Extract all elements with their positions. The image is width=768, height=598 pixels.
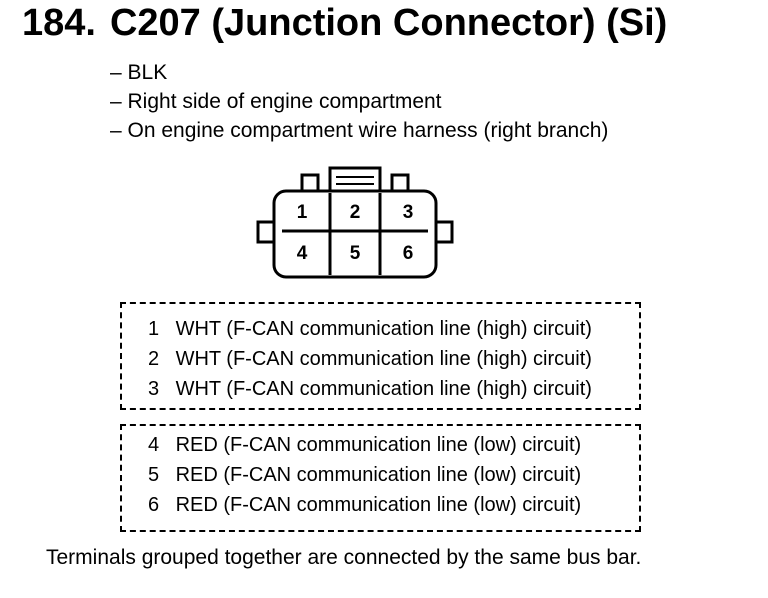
terminal-description: WHT (F-CAN communication line (high) cir… xyxy=(175,378,592,400)
pin-2-label: 2 xyxy=(350,202,361,223)
terminal-row: 1 WHT (F-CAN communication line (high) c… xyxy=(148,318,592,341)
terminal-number: 3 xyxy=(148,378,160,400)
terminal-row: 2 WHT (F-CAN communication line (high) c… xyxy=(148,348,592,371)
terminal-row: 5 RED (F-CAN communication line (low) ci… xyxy=(148,464,581,487)
bus-bar-note: Terminals grouped together are connected… xyxy=(46,546,642,569)
detail-color: – BLK xyxy=(110,61,168,84)
connector-lock-tab xyxy=(328,166,382,195)
bus-bar-group-low: 4 RED (F-CAN communication line (low) ci… xyxy=(120,424,641,532)
terminal-number: 5 xyxy=(148,464,160,486)
connector-face-diagram: 1 2 3 4 5 6 xyxy=(256,166,454,279)
connector-side-tab-left xyxy=(256,220,276,244)
terminal-row: 4 RED (F-CAN communication line (low) ci… xyxy=(148,434,581,457)
pin-4-label: 4 xyxy=(297,243,308,264)
connector-side-tab-right xyxy=(434,220,454,244)
terminal-row: 3 WHT (F-CAN communication line (high) c… xyxy=(148,378,592,401)
terminal-description: RED (F-CAN communication line (low) circ… xyxy=(175,434,582,456)
terminal-number: 1 xyxy=(148,318,160,340)
detail-location: – Right side of engine compartment xyxy=(110,90,442,113)
terminal-number: 2 xyxy=(148,348,160,370)
connector-number: 184. xyxy=(22,2,96,44)
terminal-row: 6 RED (F-CAN communication line (low) ci… xyxy=(148,494,581,517)
pin-5-label: 5 xyxy=(350,243,361,264)
terminal-description: RED (F-CAN communication line (low) circ… xyxy=(175,494,582,516)
connector-details: – BLK – Right side of engine compartment… xyxy=(110,58,608,145)
connector-body xyxy=(272,189,438,279)
terminal-description: WHT (F-CAN communication line (high) cir… xyxy=(175,318,592,340)
connector-title: C207 (Junction Connector) (Si) xyxy=(109,2,668,44)
pin-6-label: 6 xyxy=(403,243,414,264)
terminal-number: 6 xyxy=(148,494,160,516)
detail-harness: – On engine compartment wire harness (ri… xyxy=(110,119,609,142)
pin-3-label: 3 xyxy=(403,202,414,223)
page-title: 184. C207 (Junction Connector) (Si) xyxy=(22,2,667,45)
terminal-description: WHT (F-CAN communication line (high) cir… xyxy=(175,348,592,370)
pin-1-label: 1 xyxy=(297,202,308,223)
terminal-description: RED (F-CAN communication line (low) circ… xyxy=(175,464,582,486)
bus-bar-group-high: 1 WHT (F-CAN communication line (high) c… xyxy=(120,302,641,410)
terminal-number: 4 xyxy=(148,434,160,456)
